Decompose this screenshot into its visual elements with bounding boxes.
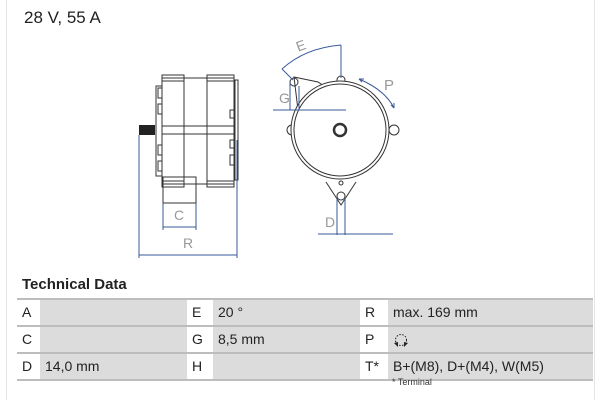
spec-value <box>388 327 593 352</box>
label-e: E <box>294 36 308 54</box>
table-row: D 14,0 mm H T* B+(M8), D+(M4), W(M5) <box>17 354 593 381</box>
page-title: 28 V, 55 A <box>24 8 101 27</box>
table-row: C G 8,5 mm P <box>17 327 593 354</box>
spec-value <box>40 327 187 352</box>
spec-value: 20 ° <box>213 300 360 325</box>
label-g: G <box>279 90 290 106</box>
front-view <box>286 75 400 206</box>
label-r: R <box>183 235 193 251</box>
hub <box>332 122 348 138</box>
spec-label: A <box>17 300 40 325</box>
terminal-footnote: * Terminal <box>392 377 432 387</box>
spec-value: 14,0 mm <box>40 354 187 379</box>
front-dimensions <box>273 44 395 235</box>
technical-data-table: A E 20 ° R max. 169 mm C G 8,5 mm P D 14… <box>17 298 593 381</box>
label-d: D <box>325 214 335 230</box>
spec-label: D <box>17 354 40 379</box>
rotation-both-directions-icon <box>394 334 408 347</box>
spec-label: G <box>187 327 213 352</box>
page-border-right <box>594 0 595 400</box>
spec-value <box>40 300 187 325</box>
page-border-left <box>6 0 7 400</box>
technical-data-heading: Technical Data <box>22 276 127 293</box>
spec-value: max. 169 mm <box>388 300 593 325</box>
housing <box>161 77 235 185</box>
spec-label: T* <box>360 354 388 379</box>
pulley <box>155 85 163 177</box>
label-p: P <box>384 77 394 94</box>
spec-label: P <box>360 327 388 352</box>
alternator-drawing: C R E G P D <box>138 36 400 258</box>
dimension-e-arc <box>281 44 342 70</box>
spec-label: H <box>187 354 213 379</box>
spec-value: 8,5 mm <box>213 327 360 352</box>
dimension-p-arc <box>358 78 395 109</box>
spec-value: B+(M8), D+(M4), W(M5) <box>388 354 593 379</box>
side-dimensions <box>138 135 238 258</box>
regulator-box <box>162 176 197 204</box>
spec-value <box>213 354 360 379</box>
label-c: C <box>174 207 184 223</box>
spec-label: R <box>360 300 388 325</box>
side-view <box>155 74 239 204</box>
spec-label: E <box>187 300 213 325</box>
shaft <box>139 125 155 135</box>
spec-label: C <box>17 327 40 352</box>
table-row: A E 20 ° R max. 169 mm <box>17 300 593 327</box>
